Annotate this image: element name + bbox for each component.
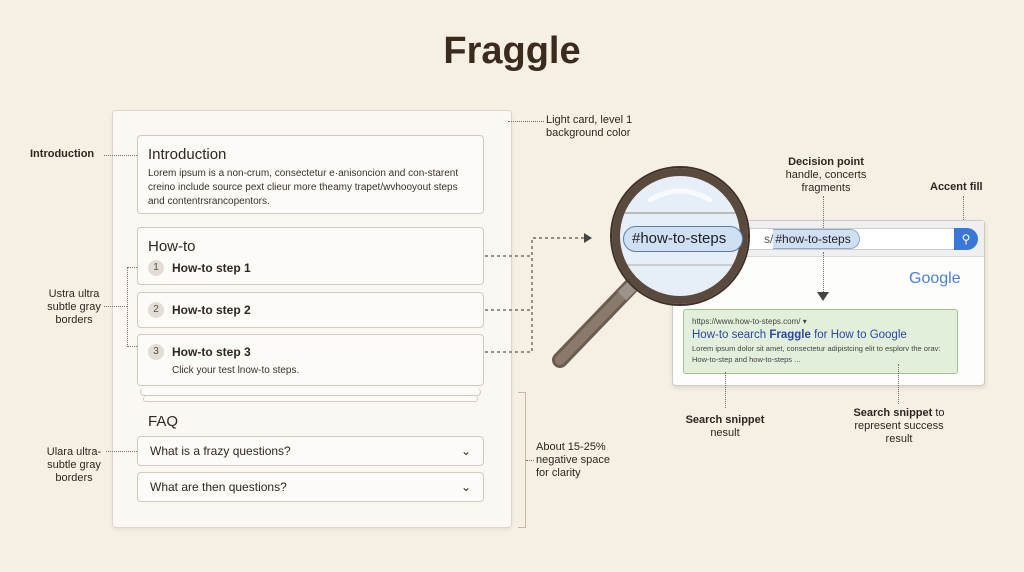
page-title: Fraggle bbox=[443, 30, 581, 72]
url-fragment: #how-to-steps bbox=[773, 229, 860, 249]
stack-shadow bbox=[143, 396, 478, 402]
chevron-down-icon: ⌄ bbox=[460, 444, 471, 458]
search-result[interactable]: https://www.how-to-steps.com/ ▾ How-to s… bbox=[683, 309, 958, 374]
annotation-body: nesult bbox=[710, 427, 740, 439]
leader-line bbox=[963, 196, 964, 220]
annotation-negative-space: About 15-25% negative space for clarity bbox=[536, 441, 610, 479]
search-icon: ⚲ bbox=[961, 232, 971, 246]
title-part: How-to search bbox=[692, 329, 770, 341]
step-label: How-to step 2 bbox=[172, 303, 251, 317]
howto-step-1[interactable]: 1 How-to step 1 bbox=[148, 260, 473, 276]
faq-question: What are then questions? bbox=[150, 480, 287, 494]
leader-line bbox=[823, 196, 824, 228]
annotation-decision-point: Decision point handle, concerts fragment… bbox=[776, 156, 876, 195]
annotation-search-snippet: Search snippet nesult bbox=[675, 414, 775, 440]
leader-line bbox=[823, 252, 824, 292]
search-button[interactable]: ⚲ bbox=[954, 228, 978, 250]
url-prefix: s/ bbox=[764, 232, 774, 246]
howto-step-2[interactable]: 2 How-to step 2 bbox=[137, 292, 484, 328]
faq-question: What is a frazy questions? bbox=[150, 444, 291, 458]
howto-heading: How-to bbox=[148, 238, 196, 255]
stack-shadow bbox=[140, 388, 481, 396]
annotation-borders: Ustra ultra subtle gray borders bbox=[47, 288, 101, 326]
step-label: How-to step 3 bbox=[172, 345, 251, 359]
bracket bbox=[518, 392, 526, 528]
title-part: Fraggle bbox=[769, 329, 811, 341]
chevron-down-icon: ⌄ bbox=[460, 480, 471, 494]
annotation-light-card: Light card, level 1 background color bbox=[546, 114, 633, 139]
step-number: 1 bbox=[148, 260, 164, 276]
howto-section: How-to 1 How-to step 1 bbox=[137, 227, 484, 285]
leader-bracket bbox=[127, 267, 137, 347]
intro-heading: Introduction bbox=[148, 146, 227, 163]
intro-section: Introduction Lorem ipsum is a non-crum, … bbox=[137, 135, 484, 214]
connector-lines bbox=[485, 233, 592, 353]
title-part: for How to Google bbox=[810, 329, 907, 341]
annotation-title: Decision point bbox=[788, 156, 864, 168]
faq-item[interactable]: What is a frazy questions? ⌄ bbox=[137, 436, 484, 466]
leader-line bbox=[526, 460, 534, 461]
annotation-introduction: Introduction bbox=[30, 148, 95, 160]
leader-line bbox=[106, 451, 137, 452]
annotation-borders: Ulara ultra-subtle gray borders bbox=[46, 446, 102, 484]
magnifier-icon bbox=[552, 166, 750, 368]
annotation-body: represent success result bbox=[854, 420, 944, 445]
faq-heading: FAQ bbox=[148, 413, 179, 430]
address-bar[interactable]: s/#how-to-steps bbox=[729, 228, 955, 250]
annotation-accent-fill: Accent fill bbox=[930, 181, 983, 193]
annotation-body: handle, concerts fragments bbox=[785, 169, 867, 194]
annotation-title: Search snippet bbox=[685, 414, 765, 426]
leader-line bbox=[508, 121, 544, 122]
leader-line bbox=[725, 372, 726, 408]
howto-step-3[interactable]: 3 How-to step 3 Click your test lnow-to … bbox=[137, 334, 484, 386]
step-desc: Click your test lnow-to steps. bbox=[172, 365, 300, 376]
step-number: 3 bbox=[148, 344, 164, 360]
leader-line bbox=[898, 364, 899, 404]
annotation-title: Search snippet bbox=[853, 407, 933, 419]
annotation-title-rest: to bbox=[932, 407, 945, 419]
annotation-search-snippet-success: Search snippet to represent success resu… bbox=[843, 407, 955, 446]
leader-line bbox=[104, 306, 127, 307]
google-logo: Google bbox=[909, 270, 961, 287]
result-url[interactable]: https://www.how-to-steps.com/ ▾ bbox=[692, 317, 807, 326]
step-label: How-to step 1 bbox=[172, 261, 251, 275]
leader-line bbox=[104, 155, 137, 156]
result-snippet: Lorem ipsum dolor sit amet, consectetur … bbox=[692, 344, 941, 364]
intro-body: Lorem ipsum is a non-crum, consectetur e… bbox=[148, 168, 459, 207]
magnified-fragment: #how-to-steps bbox=[623, 226, 743, 252]
step-number: 2 bbox=[148, 302, 164, 318]
result-title[interactable]: How-to search Fraggle for How to Google bbox=[692, 329, 949, 341]
faq-item[interactable]: What are then questions? ⌄ bbox=[137, 472, 484, 502]
arrow-down-icon bbox=[817, 292, 829, 301]
